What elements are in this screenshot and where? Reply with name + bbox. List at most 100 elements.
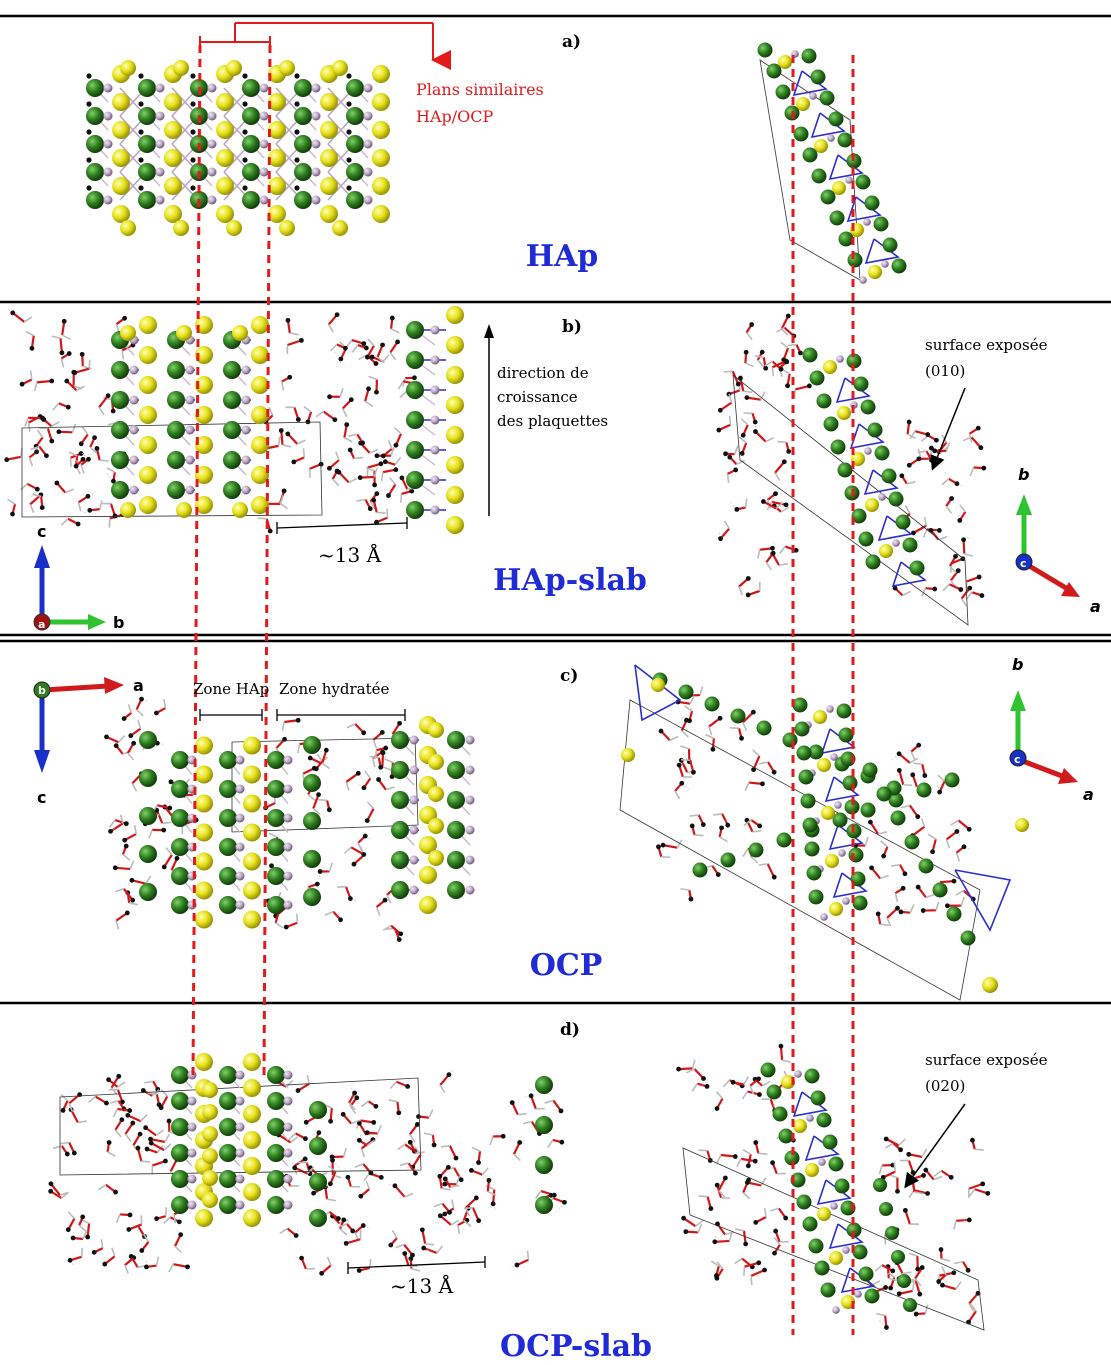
water-oh-bond [122, 888, 134, 901]
hydrogen-atom [961, 844, 967, 850]
hydrogen-atom [128, 733, 134, 739]
hydrogen-atom [753, 429, 758, 434]
hydrogen-atom [719, 825, 724, 831]
calcium-atom [139, 845, 157, 863]
hydrogen-atom [517, 1140, 523, 1145]
oxygen-atom [854, 1290, 862, 1298]
hydrogen-atom [951, 1270, 957, 1276]
water-oh-bond [29, 504, 35, 513]
hydrogen-atom [341, 1217, 347, 1223]
phosphorus-atom [195, 376, 213, 394]
hydrogen-atom [752, 419, 758, 425]
water-oh-bond [394, 1185, 406, 1198]
phosphorus-atom [243, 1105, 261, 1123]
hydrogen-atom [317, 869, 323, 874]
water-oh-bond [353, 456, 364, 460]
axis-b-right-c: c [1020, 557, 1027, 570]
hydrogen-atom [86, 73, 92, 79]
calcium-atom [748, 842, 764, 858]
calcium-atom [167, 451, 185, 469]
hydrogen-atom [166, 1118, 172, 1124]
hydrogen-atom [739, 451, 745, 456]
calcium-atom [772, 1106, 788, 1122]
water-oh-bond [912, 524, 927, 534]
water-oh-bond [281, 381, 285, 391]
atoms-layer [86, 42, 1029, 1314]
hydrogen-atom [783, 1215, 789, 1221]
hydrogen-atom [365, 354, 370, 360]
water-oh-bond [277, 436, 281, 446]
water-oh-bond [900, 804, 910, 809]
water-oh-bond [371, 758, 376, 768]
growth-label-3: des plaquettes [497, 412, 608, 430]
water-oh-bond [669, 735, 679, 742]
water-oh-bond [909, 757, 919, 764]
water-oh-bond [358, 354, 367, 361]
water-oh-bond [350, 846, 365, 856]
oxygen-atom [235, 784, 245, 794]
hydrogen-atom [190, 157, 196, 163]
width-bar-d [347, 1256, 486, 1274]
calcium-atom [406, 501, 424, 519]
oxygen-atom [283, 813, 293, 823]
oxygen-atom [103, 167, 113, 177]
calcium-atom [828, 1156, 844, 1172]
phosphorus-atom [428, 722, 444, 738]
calcium-atom [876, 786, 892, 802]
hydrogen-atom [364, 818, 370, 824]
water-oh-bond [386, 508, 389, 518]
oxygen-atom [809, 92, 817, 100]
phosphorus-atom [268, 205, 286, 223]
calcium-atom [346, 135, 364, 153]
calcium-atom [309, 1209, 327, 1227]
phosphorus-atom [251, 406, 269, 424]
hydrogen-atom [955, 568, 961, 574]
calcium-atom [756, 720, 772, 736]
water-oh-bond [364, 770, 372, 779]
hydrogen-atom [361, 730, 367, 736]
panel-b-title: HAp-slab [493, 563, 647, 598]
calcium-atom [858, 1266, 874, 1282]
hydrogen-atom [410, 1252, 415, 1258]
hydrogen-atom [528, 1093, 534, 1099]
hydrogen-atom [380, 453, 386, 459]
hydrogen-atom [371, 497, 377, 503]
oxygen-atom [103, 111, 113, 121]
calcium-atom [897, 1274, 911, 1288]
calcium-atom [303, 774, 321, 792]
water-oh-bond [115, 920, 120, 930]
hydrogen-atom [316, 1130, 322, 1136]
water-oh-bond [471, 1146, 481, 1152]
calcium-atom [267, 867, 285, 885]
calcium-atom [794, 721, 810, 737]
hydrogen-atom [718, 536, 723, 542]
oxygen-atom [207, 195, 217, 205]
water-oh-bond [464, 1197, 478, 1209]
oxygen-atom [826, 705, 834, 713]
hydrogen-atom [86, 185, 92, 191]
calcium-atom [138, 107, 156, 125]
hydrogen-atom [326, 807, 332, 813]
water-oh-bond [960, 896, 965, 906]
water-oh-bond [428, 1109, 434, 1119]
oxygen-atom [207, 167, 217, 177]
water-oh-bond [382, 766, 392, 771]
hydrogen-atom [676, 1066, 682, 1072]
hydrogen-atom [347, 447, 353, 453]
hydrogen-atom [921, 1173, 926, 1178]
phosphorus-atom [195, 466, 213, 484]
water-oh-bond [372, 739, 378, 749]
oxygen-atom [259, 139, 269, 149]
hydrogen-atom [350, 1228, 356, 1234]
hydrogen-atom [919, 1265, 925, 1270]
water-oh-bond [345, 772, 359, 783]
oxygen-atom [283, 1096, 293, 1106]
calcium-atom [819, 90, 835, 106]
hydrogen-atom [797, 350, 803, 356]
water-oh-bond [736, 459, 746, 465]
hydrogen-atom [409, 488, 415, 494]
hydrogen-atom [174, 855, 180, 861]
hydrogen-atom [380, 749, 385, 755]
water-oh-bond [879, 874, 889, 880]
hydrogen-atom [356, 1268, 362, 1273]
